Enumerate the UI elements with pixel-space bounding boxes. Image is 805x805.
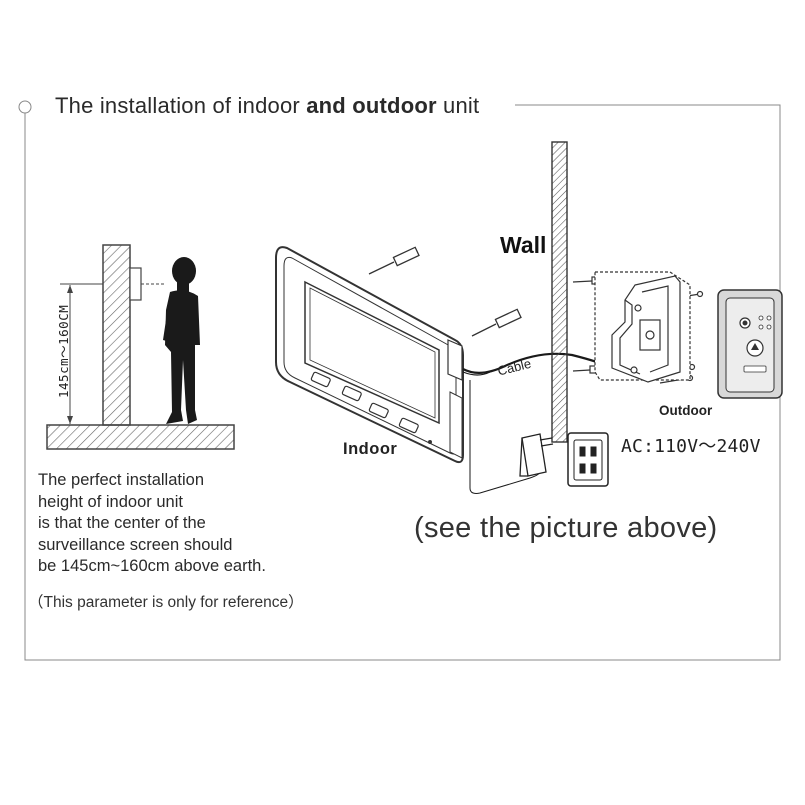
- reference-note: （This parameter is only for reference）: [28, 594, 304, 611]
- power-adapter: [519, 433, 554, 477]
- description-line: be 145cm~160cm above earth.: [38, 557, 266, 575]
- title-text-part2: unit: [436, 93, 480, 118]
- outdoor-doorbell-unit: [717, 289, 783, 399]
- wall-socket: [567, 432, 609, 487]
- left-wall-illustration: [46, 244, 235, 450]
- person-silhouette: [163, 257, 200, 424]
- title-bold-and: and: [306, 93, 346, 118]
- description-line: is that the center of the: [38, 514, 206, 532]
- ac-voltage-label: AC:110V～240V: [621, 436, 761, 457]
- indoor-label: Indoor: [343, 440, 398, 458]
- title-bold-outdoor: outdoor: [352, 93, 437, 118]
- outdoor-bracket: [594, 271, 691, 383]
- see-picture-caption: (see the picture above): [414, 512, 718, 544]
- frame-border: [18, 100, 781, 661]
- center-wall: [551, 141, 568, 443]
- page-title: The installation of indoor and outdoor u…: [55, 93, 479, 119]
- description-line: The perfect installation: [38, 471, 205, 489]
- description-line: surveillance screen should: [38, 535, 233, 554]
- indoor-monitor: [275, 246, 464, 464]
- description-line: height of indoor unit: [38, 492, 183, 511]
- title-text-part1: The installation of indoor: [55, 93, 307, 118]
- wall-label: Wall: [500, 232, 547, 258]
- installation-description: The perfect installation height of indoo…: [38, 470, 338, 578]
- outdoor-label: Outdoor: [659, 403, 713, 418]
- indoor-wall-screws: [368, 246, 522, 337]
- height-range-label: 145cm～160CM: [56, 304, 71, 398]
